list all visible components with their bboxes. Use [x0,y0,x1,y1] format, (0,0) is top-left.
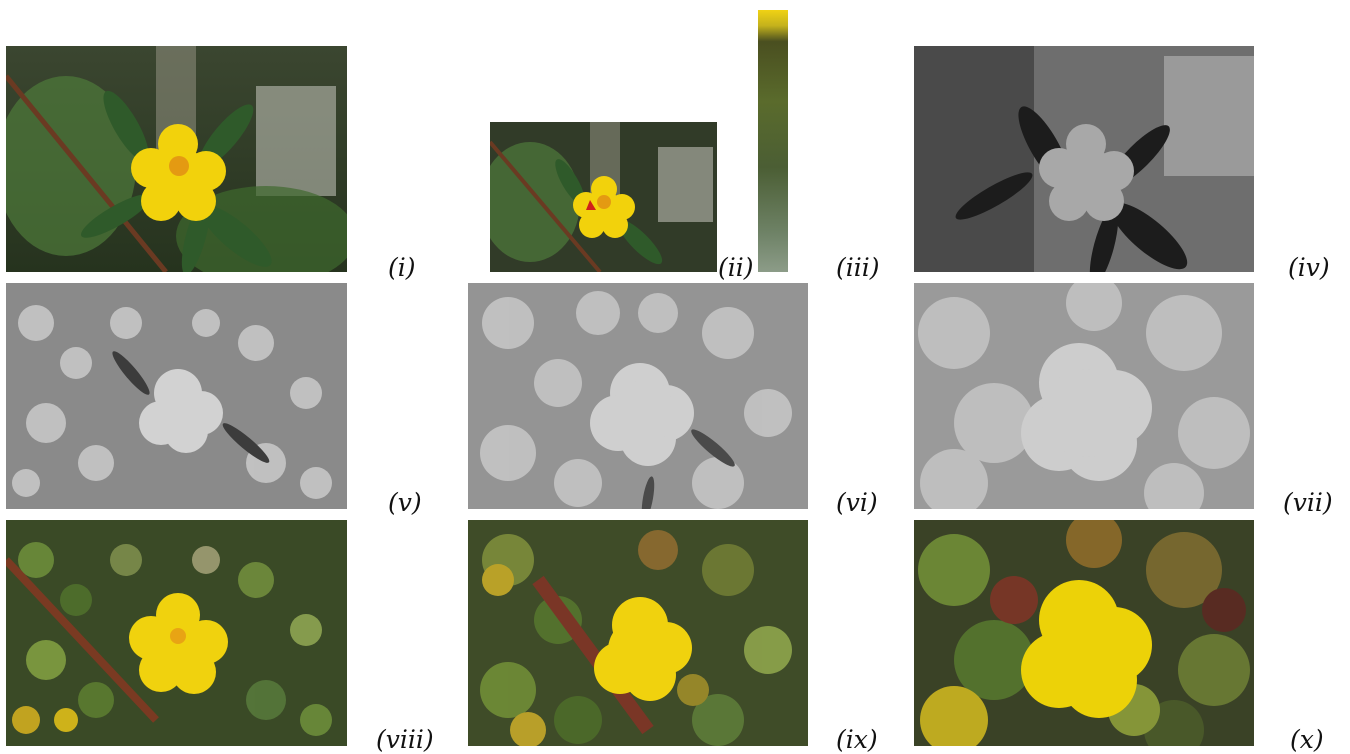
marked-photo [490,122,717,272]
label-viii: (viii) [376,725,434,754]
color-strip [758,10,788,272]
label-vi: (vi) [836,488,878,517]
abstraction-fine-gray [6,283,347,509]
abstraction-coarse-gray [914,283,1254,509]
abstraction-fine-color [6,520,347,746]
grayscale-map [914,46,1254,272]
abstraction-medium-gray [468,283,808,509]
label-v: (v) [388,488,422,517]
label-x: (x) [1290,725,1324,754]
label-ii: (ii) [718,253,754,282]
original-photo [6,46,347,272]
abstraction-coarse-color [914,520,1254,746]
label-i: (i) [388,253,416,282]
label-iii: (iii) [836,253,880,282]
label-vii: (vii) [1283,488,1333,517]
abstraction-medium-color [468,520,808,746]
label-iv: (iv) [1288,253,1330,282]
label-ix: (ix) [836,725,878,754]
